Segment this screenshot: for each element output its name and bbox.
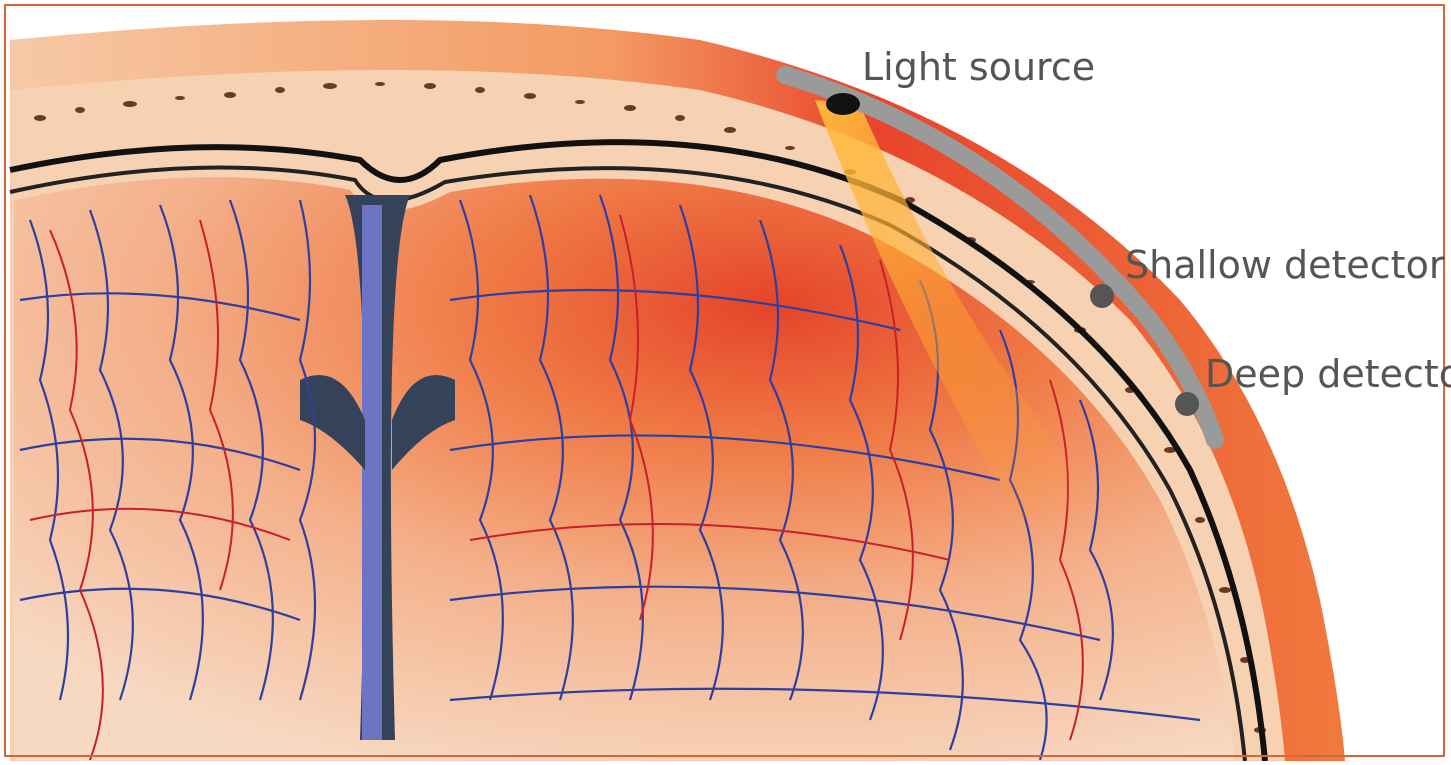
shallow-detector-label: Shallow detector (1125, 246, 1444, 284)
light-source-marker (826, 93, 860, 115)
deep-detector-label: Deep detector (1205, 355, 1451, 393)
light-source-label: Light source (862, 48, 1095, 86)
shallow-detector-marker (1090, 284, 1114, 308)
deep-detector-marker (1175, 392, 1199, 416)
